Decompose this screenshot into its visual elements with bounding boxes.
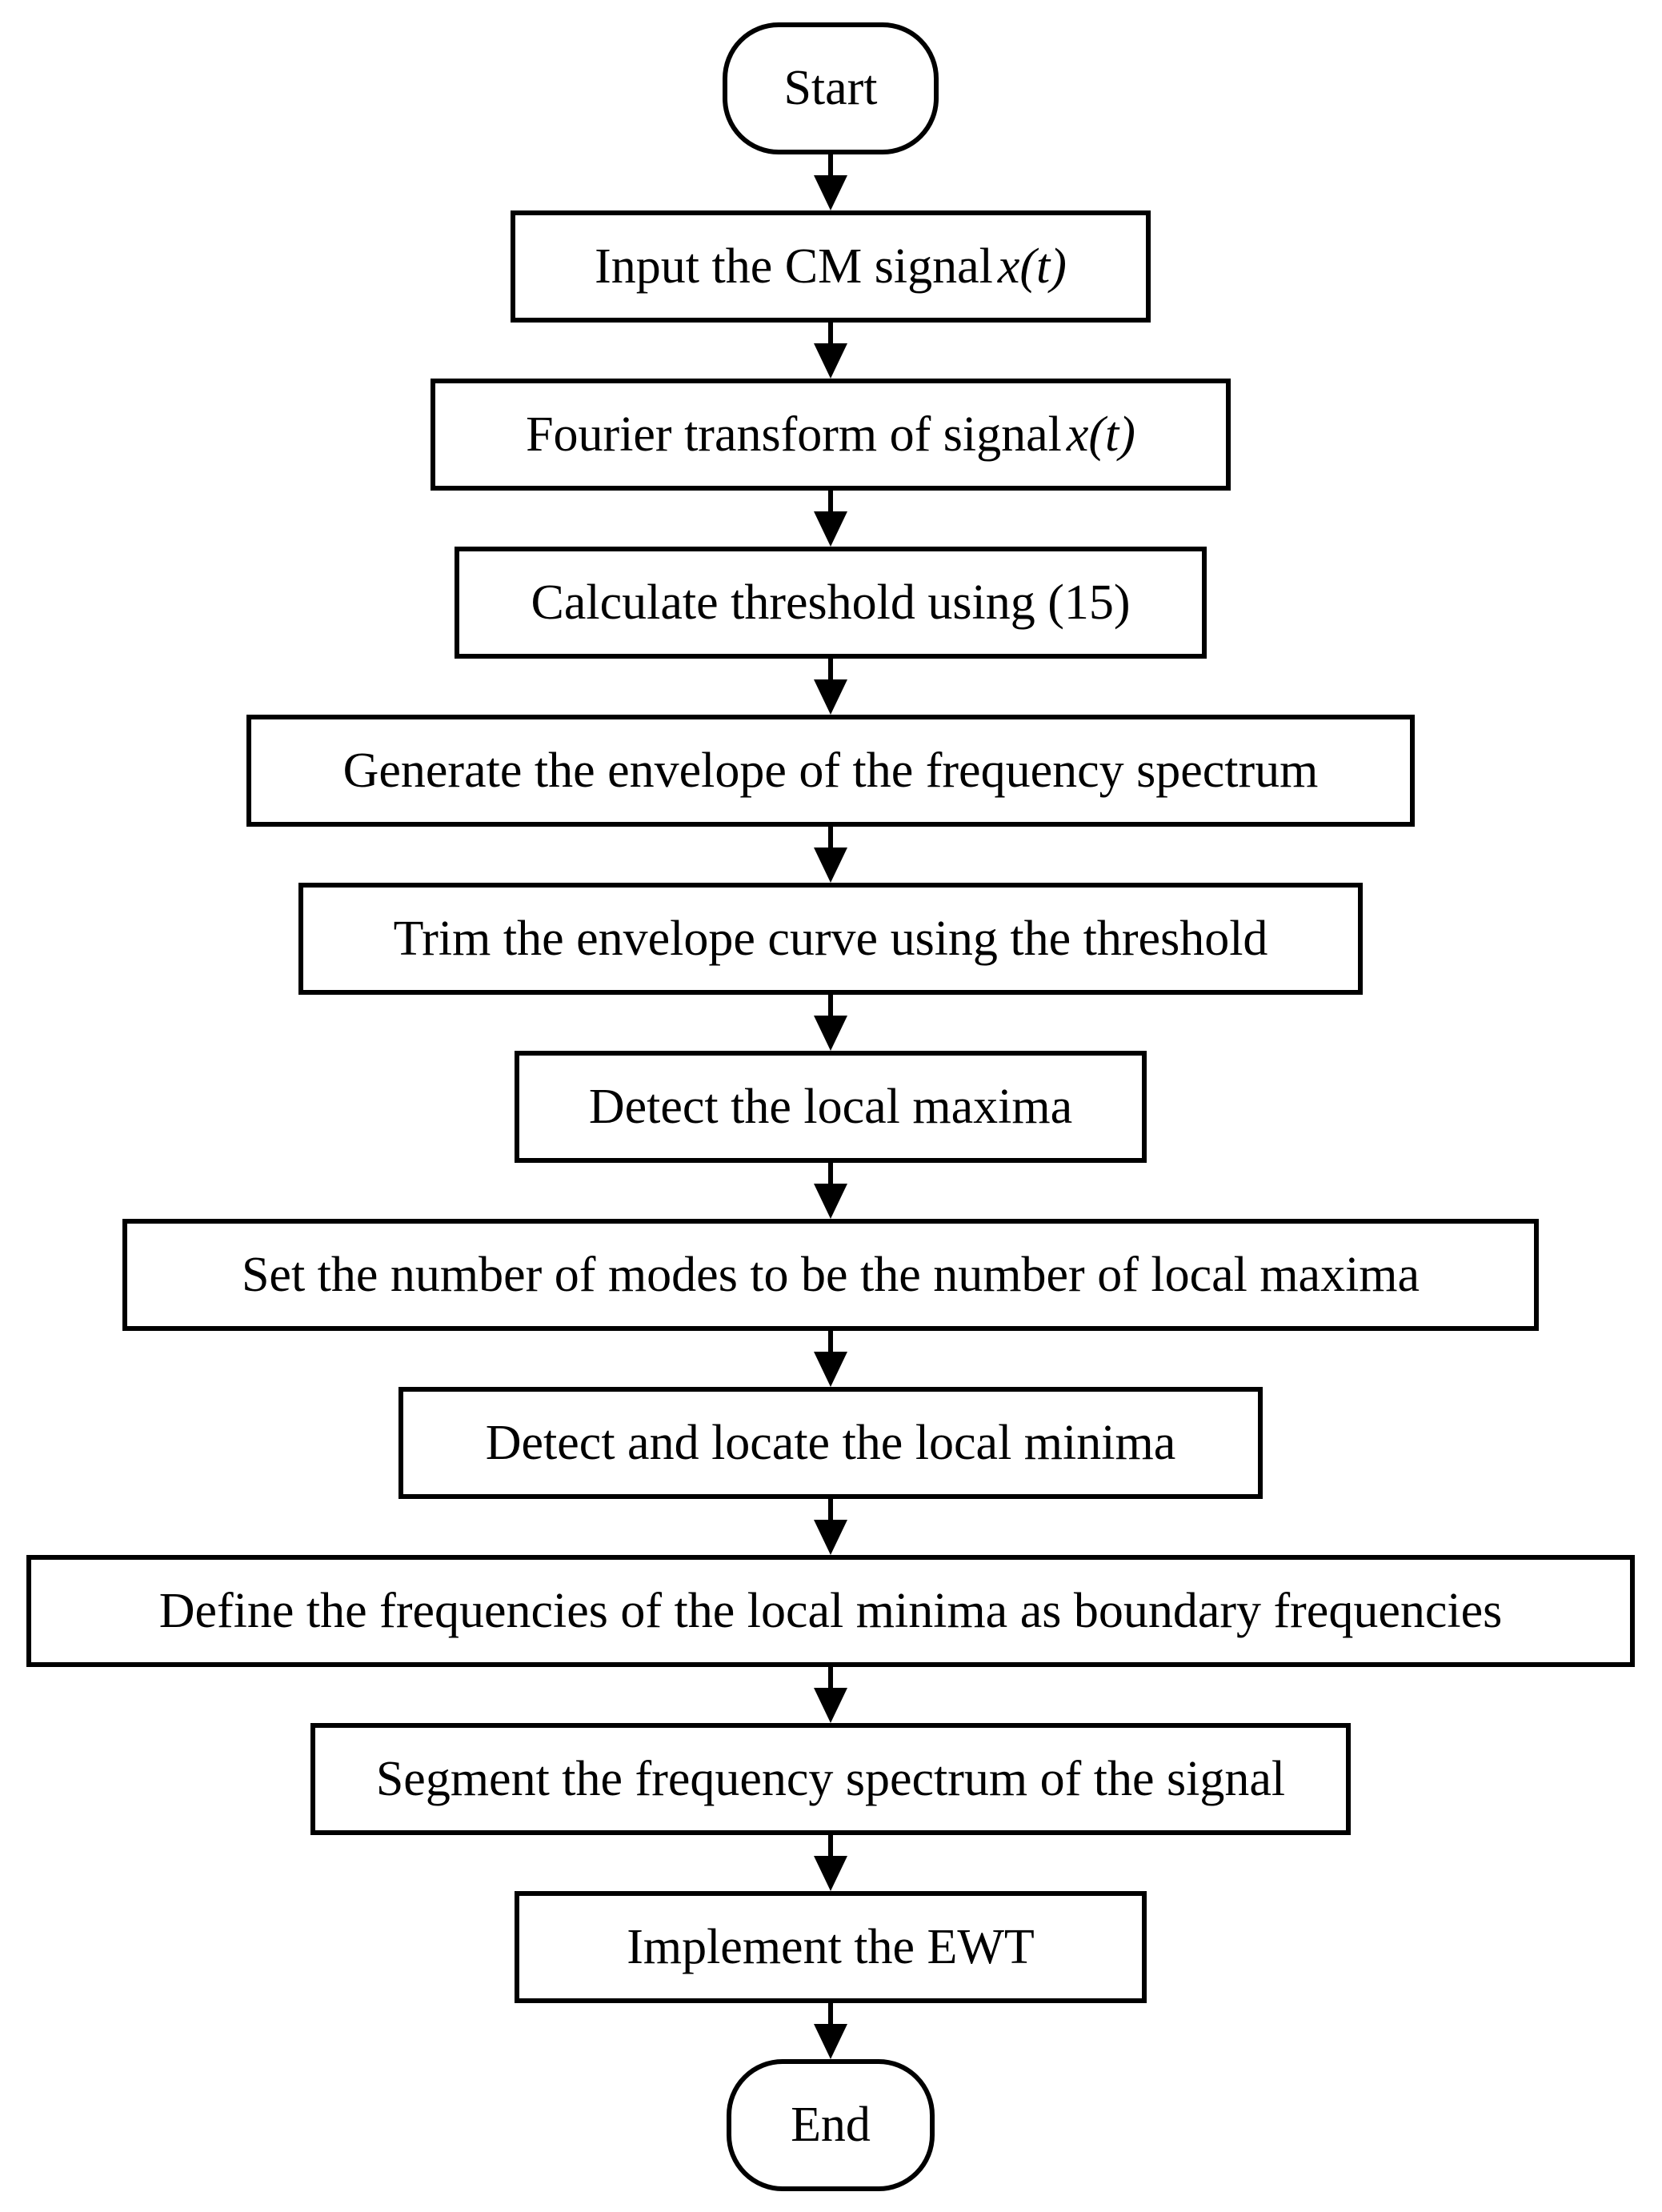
flow-arrow-envelope-to-trim xyxy=(813,827,848,883)
node-label: End xyxy=(791,2098,871,2153)
arrow-shaft xyxy=(828,1835,833,1859)
arrow-shaft xyxy=(828,827,833,851)
node-define-boundaries: Define the frequencies of the local mini… xyxy=(26,1555,1635,1667)
arrow-head-icon xyxy=(814,1352,847,1387)
flow-arrow-input-to-fourier xyxy=(813,323,848,379)
node-label: Detect the local maxima xyxy=(588,1079,1073,1134)
math-xt: x(t) xyxy=(1066,407,1135,462)
node-label: Implement the EWT xyxy=(627,1919,1035,1974)
arrow-head-icon xyxy=(814,2024,847,2059)
arrow-shaft xyxy=(828,1163,833,1187)
arrow-head-icon xyxy=(814,1184,847,1219)
flow-arrow-segment-to-ewt xyxy=(813,1835,848,1891)
flow-arrow-ewt-to-end xyxy=(813,2003,848,2059)
node-label: Calculate threshold using (15) xyxy=(531,575,1131,630)
arrow-head-icon xyxy=(814,1016,847,1051)
node-start: Start xyxy=(723,22,939,154)
node-implement-ewt: Implement the EWT xyxy=(515,1891,1147,2003)
flow-arrow-fourier-to-threshold xyxy=(813,491,848,547)
node-input-cm-signal: Input the CM signalx(t) xyxy=(511,210,1151,323)
arrow-shaft xyxy=(828,154,833,178)
arrow-shaft xyxy=(828,491,833,515)
arrow-shaft xyxy=(828,2003,833,2027)
node-label: Fourier transform of signalx(t) xyxy=(526,407,1135,462)
arrow-head-icon xyxy=(814,1856,847,1891)
node-calculate-threshold: Calculate threshold using (15) xyxy=(455,547,1207,659)
arrow-shaft xyxy=(828,995,833,1019)
flow-arrow-trim-to-maxima xyxy=(813,995,848,1051)
node-end: End xyxy=(727,2059,935,2191)
node-label: Define the frequencies of the local mini… xyxy=(158,1583,1503,1638)
node-detect-maxima: Detect the local maxima xyxy=(515,1051,1147,1163)
node-label: Input the CM signalx(t) xyxy=(595,238,1067,294)
flow-arrow-threshold-to-envelope xyxy=(813,659,848,715)
node-label: Set the number of modes to be the number… xyxy=(241,1247,1420,1302)
node-label: Segment the frequency spectrum of the si… xyxy=(375,1751,1286,1806)
flow-arrow-maxima-to-modes xyxy=(813,1163,848,1219)
arrow-head-icon xyxy=(814,1520,847,1555)
node-label: Detect and locate the local minima xyxy=(485,1415,1176,1470)
flow-arrow-minima-to-boundaries xyxy=(813,1499,848,1555)
arrow-shaft xyxy=(828,659,833,683)
node-label: Start xyxy=(783,61,878,116)
node-detect-minima: Detect and locate the local minima xyxy=(398,1387,1263,1499)
arrow-shaft xyxy=(828,1499,833,1523)
arrow-head-icon xyxy=(814,679,847,715)
arrow-shaft xyxy=(828,1667,833,1691)
arrow-shaft xyxy=(828,1331,833,1355)
node-label: Trim the envelope curve using the thresh… xyxy=(393,911,1268,966)
node-set-modes: Set the number of modes to be the number… xyxy=(122,1219,1539,1331)
flow-arrow-boundaries-to-segment xyxy=(813,1667,848,1723)
node-trim-envelope: Trim the envelope curve using the thresh… xyxy=(298,883,1363,995)
node-segment-spectrum: Segment the frequency spectrum of the si… xyxy=(310,1723,1351,1835)
flow-arrow-modes-to-minima xyxy=(813,1331,848,1387)
arrow-head-icon xyxy=(814,343,847,379)
node-label: Generate the envelope of the frequency s… xyxy=(342,743,1319,798)
node-fourier-transform: Fourier transform of signalx(t) xyxy=(431,379,1231,491)
arrow-head-icon xyxy=(814,848,847,883)
arrow-head-icon xyxy=(814,511,847,547)
arrow-head-icon xyxy=(814,1688,847,1723)
arrow-head-icon xyxy=(814,175,847,210)
arrow-shaft xyxy=(828,323,833,347)
node-generate-envelope: Generate the envelope of the frequency s… xyxy=(246,715,1415,827)
math-xt: x(t) xyxy=(997,238,1067,294)
flow-arrow-start-to-input xyxy=(813,154,848,210)
